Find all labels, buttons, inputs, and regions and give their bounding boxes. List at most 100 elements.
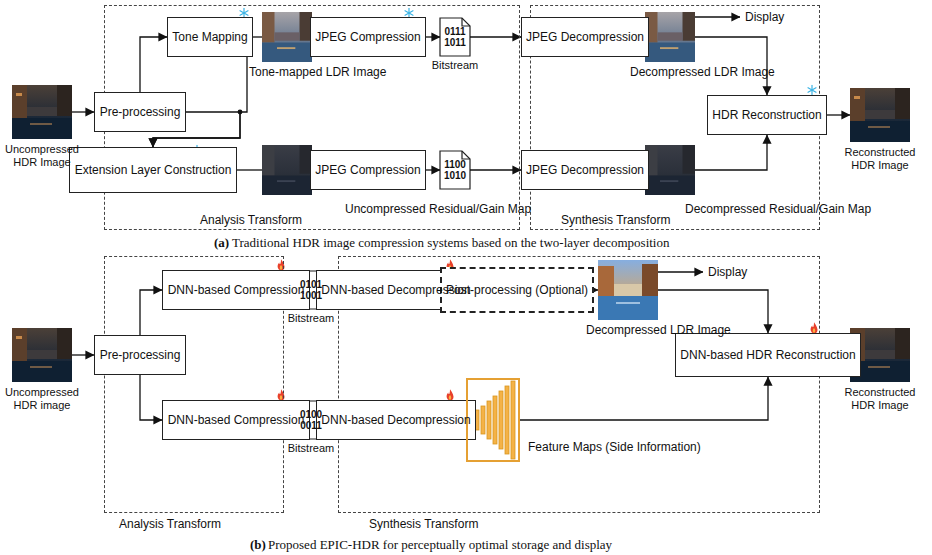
caption-tag: (b)	[250, 537, 266, 552]
arrow-connector	[72, 111, 94, 112]
node-label: Pre-processing	[99, 348, 181, 362]
image-thumbnail: Decompressed LDR Image	[645, 12, 695, 62]
hdr-photo	[12, 328, 72, 382]
arrow-connector	[237, 169, 262, 170]
arrow-connector	[594, 289, 598, 290]
node-label: Tone-mapped LDR Image	[249, 65, 325, 79]
arrow-connector	[520, 377, 768, 420]
transform-group: Synthesis TransformDNN-based Decompressi…	[338, 256, 820, 513]
image-thumbnail: Decompressed LDR Image	[598, 260, 658, 320]
process-box: HDR Reconstruction	[707, 95, 827, 135]
bitstream-file: 0111 1011Bitstream	[440, 18, 470, 56]
transform-group: Analysis TransformPre-processingDNN-base…	[104, 256, 284, 513]
arrow-connector	[72, 354, 94, 355]
bitstream-file: 1100 1010	[440, 151, 470, 189]
transform-group: Synthesis TransformJPEG DecompressionDec…	[530, 5, 820, 230]
process-box: Extension Layer Construction	[69, 147, 237, 193]
hdr-photo	[12, 85, 72, 139]
arrow-connector	[658, 290, 768, 333]
node-label: Bitstream	[281, 442, 341, 455]
node-label: 1100 1010	[440, 159, 470, 181]
label-anchor: Traditional HDR image compression system…	[232, 235, 669, 250]
node-label: Extension Layer Construction	[74, 163, 232, 177]
process-box: Tone Mapping	[167, 17, 253, 57]
residual-photo	[645, 145, 695, 195]
process-box: DNN-based Compression	[162, 270, 310, 310]
node-label: Bitstream	[281, 312, 341, 325]
label-anchor: Display	[745, 10, 784, 24]
display-label: Display	[745, 10, 784, 24]
arrow-connector	[470, 169, 521, 170]
display-arrow	[695, 16, 740, 17]
residual-photo	[262, 145, 312, 195]
node-label: Uncompressed Residual/Gain Map	[345, 202, 455, 216]
node-label: DNN-based Compression	[167, 413, 305, 427]
display-arrow	[658, 271, 703, 272]
arrow-connector	[140, 290, 162, 335]
node-label: Decompressed LDR Image	[586, 323, 670, 337]
frozen-icon	[808, 85, 816, 94]
node-label: Tone Mapping	[172, 30, 248, 44]
arrow-connector	[140, 37, 167, 92]
node-label: Reconstructed HDR Image	[838, 386, 922, 412]
node-label: DNN-based Decompression	[321, 413, 471, 427]
node-label: 0111 1011	[440, 26, 470, 48]
process-box: DNN-based Compression	[162, 400, 310, 440]
hdr-photo	[850, 88, 910, 142]
process-box: JPEG Compression	[310, 17, 426, 57]
arrow-connector	[140, 375, 162, 420]
display-label: Display	[708, 265, 747, 279]
image-thumbnail: Uncompressed HDR Image	[12, 85, 72, 139]
process-box: Pre-processing	[94, 92, 186, 132]
process-box: JPEG Compression	[310, 150, 426, 190]
image-thumbnail: Reconstructed HDR Image	[850, 328, 910, 382]
image-thumbnail: Uncompressed Residual/Gain Map	[262, 145, 312, 195]
node-label: Synthesis Transform	[369, 517, 509, 531]
node-label: Feature Maps (Side Information)	[528, 440, 728, 454]
arrow-connector	[470, 36, 521, 37]
node-label: Pre-processing	[99, 105, 181, 119]
image-thumbnail: Decompressed Residual/Gain Map	[645, 145, 695, 195]
node-label: DNN-based HDR Reconstruction	[680, 348, 856, 362]
process-box: Pre-processing	[94, 335, 186, 375]
node-label: Analysis Transform	[200, 213, 340, 227]
process-box: JPEG Decompression	[521, 150, 649, 190]
node-label: DNN-based Compression	[167, 283, 305, 297]
arrow-connector	[253, 36, 262, 37]
ldr-photo	[645, 12, 695, 62]
label-anchor: Display	[708, 265, 747, 279]
caption-text: Traditional HDR image compression system…	[232, 235, 669, 250]
node-label: Post-processing (Optional)	[446, 283, 588, 297]
feature-map-box: Feature Maps (Side Information)	[466, 378, 520, 462]
node-label: Decompressed Residual/Gain Map	[685, 202, 795, 216]
caption-tag: (a)	[214, 235, 229, 250]
file-icons	[296, 18, 470, 439]
ldr-photo	[262, 12, 312, 62]
node-label: Bitstream	[425, 59, 485, 72]
node-label: JPEG Compression	[315, 30, 421, 44]
process-box: Post-processing (Optional)	[440, 267, 594, 313]
process-box: DNN-based Decompression	[316, 400, 476, 440]
arrow-connector	[426, 169, 440, 170]
node-label: HDR Reconstruction	[712, 108, 822, 122]
node-label: Analysis Transform	[119, 517, 259, 531]
node-label: JPEG Decompression	[526, 30, 644, 44]
node-label: Decompressed LDR Image	[630, 65, 710, 79]
process-box: DNN-based HDR Reconstruction	[675, 333, 861, 377]
arrow-connector	[827, 114, 850, 115]
image-thumbnail: Tone-mapped LDR Image	[262, 12, 312, 62]
node-label: Uncompressed HDR Image	[0, 143, 84, 169]
arrow-connector	[426, 36, 440, 37]
image-thumbnail: Reconstructed HDR Image	[850, 88, 910, 142]
caption-text: Proposed EPIC-HDR for perceptually optim…	[268, 537, 612, 552]
label-anchor: Proposed EPIC-HDR for perceptually optim…	[268, 537, 612, 552]
node-label: Synthesis Transform	[561, 213, 701, 227]
image-thumbnail: Uncompressed HDR image	[12, 328, 72, 382]
node-label: JPEG Compression	[315, 163, 421, 177]
ldr-photo	[598, 260, 658, 320]
process-box: JPEG Decompression	[521, 17, 649, 57]
label-anchor: (a)	[214, 235, 229, 250]
arrow-connector	[695, 135, 767, 170]
node-label: Reconstructed HDR Image	[838, 146, 922, 172]
